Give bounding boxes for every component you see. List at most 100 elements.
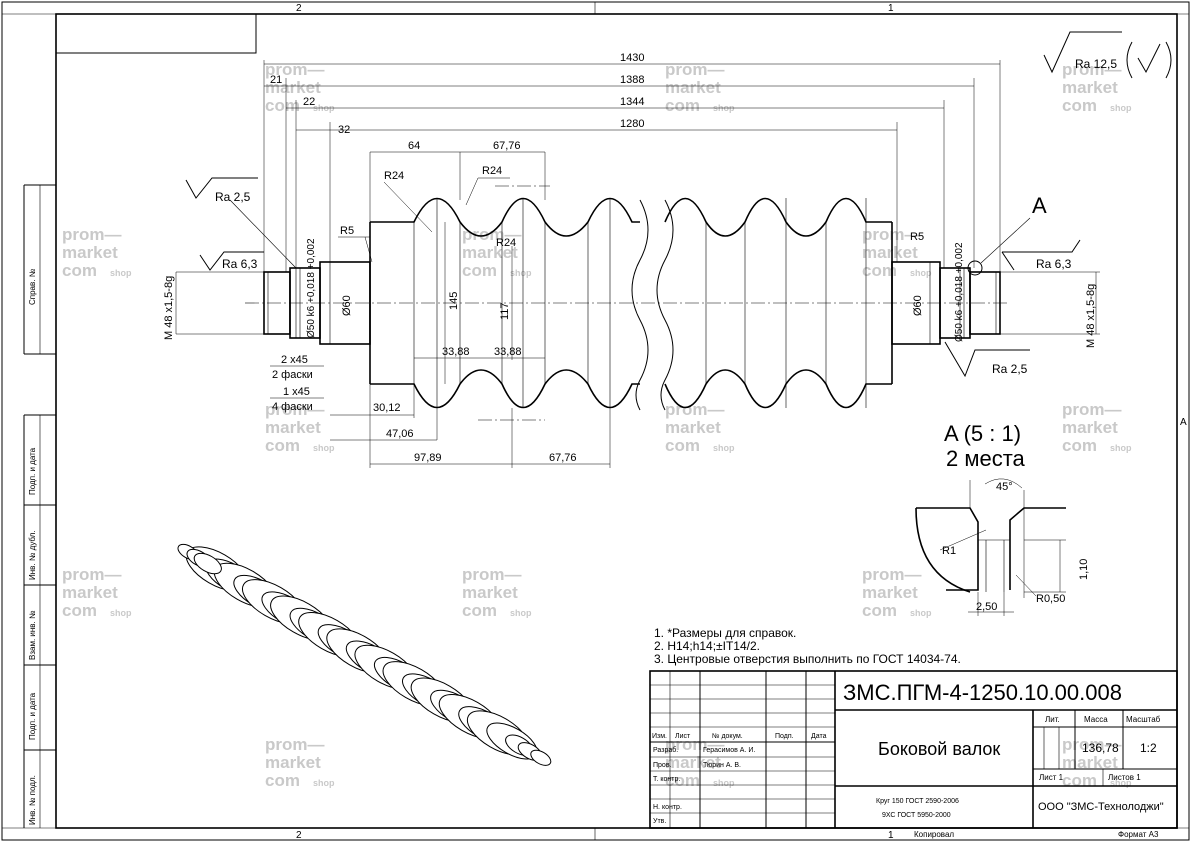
watermark-text: shop: [910, 608, 932, 618]
side-label-inv-dubl: Инв. № дубл.: [28, 530, 37, 580]
dim-117: 117: [499, 302, 511, 320]
side-label-vzam: Взам. инв. №: [28, 610, 37, 660]
part-name: Боковой валок: [878, 739, 1000, 759]
copied-label: Копировал: [914, 830, 954, 839]
row-tkontr: Т. контр.: [653, 776, 680, 783]
watermark-text: com: [665, 436, 700, 455]
watermark-text: shop: [1110, 103, 1132, 113]
drawing-designation: ЗМС.ПГМ-4-1250.10.00.008: [843, 680, 1122, 705]
watermark-text: shop: [1110, 778, 1132, 788]
watermark-text: shop: [510, 608, 532, 618]
watermark-text: com: [665, 96, 700, 115]
roller-main-view: A: [245, 193, 1047, 411]
detail-r050: R0,50: [1036, 593, 1065, 605]
dim-k6-left: Ø50 k6 +0,018 +0,002: [306, 238, 317, 338]
dim-21: 21: [270, 74, 282, 86]
watermark-text: prom—: [265, 400, 325, 419]
detail-title: A (5 : 1): [944, 421, 1021, 446]
dim-33-88-b: 33,88: [494, 346, 522, 358]
roller-shaft-end: [530, 749, 552, 766]
watermark-text: market: [265, 78, 321, 97]
watermark-text: shop: [510, 268, 532, 278]
side-label-sprav: Справ. №: [28, 268, 37, 305]
col-sign: Подп.: [775, 733, 794, 740]
watermark-text: prom—: [665, 735, 725, 754]
sheet-number: Лист 1: [1039, 773, 1064, 782]
zone-top-right: 1: [888, 3, 894, 14]
watermark-text: market: [62, 243, 118, 262]
watermark-text: shop: [110, 608, 132, 618]
lit-label: Лит.: [1045, 715, 1060, 724]
chamfer-4-faski: 4 фаски: [272, 401, 313, 413]
watermark-text: shop: [110, 268, 132, 278]
watermark-text: prom—: [265, 735, 325, 754]
technical-notes: 1. *Размеры для справок. 2. H14;h14;±IT1…: [654, 626, 961, 666]
roughness-right-bottom: Ra 2,5: [992, 362, 1028, 376]
watermark-text: market: [265, 418, 321, 437]
watermark-text: com: [265, 771, 300, 790]
watermark-text: com: [62, 601, 97, 620]
razrab-name: Герасимов А. И.: [703, 747, 755, 754]
dim-1344: 1344: [620, 96, 644, 108]
sheets-total: Листов 1: [1108, 773, 1141, 782]
watermark-text: com: [1062, 771, 1097, 790]
watermark-text: market: [462, 583, 518, 602]
watermark-text: prom—: [665, 60, 725, 79]
col-date: Дата: [811, 733, 827, 740]
row-nkontr: Н. контр.: [653, 804, 682, 811]
dim-32: 32: [338, 124, 350, 136]
watermark-text: shop: [1110, 443, 1132, 453]
watermark-text: market: [1062, 753, 1118, 772]
format-label: Формат A3: [1118, 830, 1159, 839]
watermark-text: market: [665, 78, 721, 97]
dim-47-06: 47,06: [386, 428, 414, 440]
dim-r24-a: R24: [384, 170, 404, 182]
watermark-text: market: [862, 243, 918, 262]
dim-97-89: 97,89: [414, 452, 442, 464]
watermark-text: market: [665, 418, 721, 437]
dim-1388: 1388: [620, 74, 644, 86]
watermark-text: shop: [910, 268, 932, 278]
zone-bottom-left: 2: [296, 830, 302, 841]
watermark-text: com: [462, 261, 497, 280]
dim-22: 22: [303, 96, 315, 108]
roughness-left-end: Ra 6,3: [222, 257, 258, 271]
watermark-text: prom—: [62, 225, 122, 244]
detail-height: 1,10: [1078, 559, 1090, 580]
watermark-text: shop: [313, 443, 335, 453]
roughness-general-label: Ra 12,5: [1075, 57, 1117, 71]
watermark-text: market: [462, 243, 518, 262]
note-3: 3. Центровые отверстия выполнить по ГОСТ…: [654, 652, 961, 666]
dim-30-12: 30,12: [373, 402, 401, 414]
dim-r24-b: R24: [482, 165, 502, 177]
title-block: Изм. Лист № докум. Подп. Дата Разраб. Ге…: [649, 670, 1178, 839]
watermark-text: market: [862, 583, 918, 602]
watermark-text: market: [1062, 418, 1118, 437]
material-2: 9ХС ГОСТ 5950-2000: [882, 812, 951, 819]
dim-1280: 1280: [620, 118, 644, 130]
side-label-inv-podl: Инв. № подл.: [28, 775, 37, 825]
chamfer-2-faski: 2 фаски: [272, 369, 313, 381]
dim-r5-right: R5: [910, 231, 924, 243]
watermark-text: prom—: [265, 60, 325, 79]
row-utv: Утв.: [653, 818, 666, 825]
watermark-text: com: [862, 261, 897, 280]
scale-label: Масштаб: [1126, 715, 1161, 724]
detail-width: 2,50: [976, 601, 997, 613]
watermark-text: prom—: [462, 565, 522, 584]
chamfer-1x45: 1 x45: [283, 386, 310, 398]
detail-r1: R1: [942, 545, 956, 557]
watermark-text: prom—: [62, 565, 122, 584]
detail-a-view: A (5 : 1) 2 места 45° R1 R0,50 1,10 2,50: [915, 421, 1090, 616]
scale-value: 1:2: [1140, 741, 1157, 755]
dim-67-76-bottom: 67,76: [549, 452, 577, 464]
watermark-text: com: [62, 261, 97, 280]
isometric-roller: [177, 543, 552, 766]
watermark-text: market: [62, 583, 118, 602]
watermark-text: shop: [713, 778, 735, 788]
